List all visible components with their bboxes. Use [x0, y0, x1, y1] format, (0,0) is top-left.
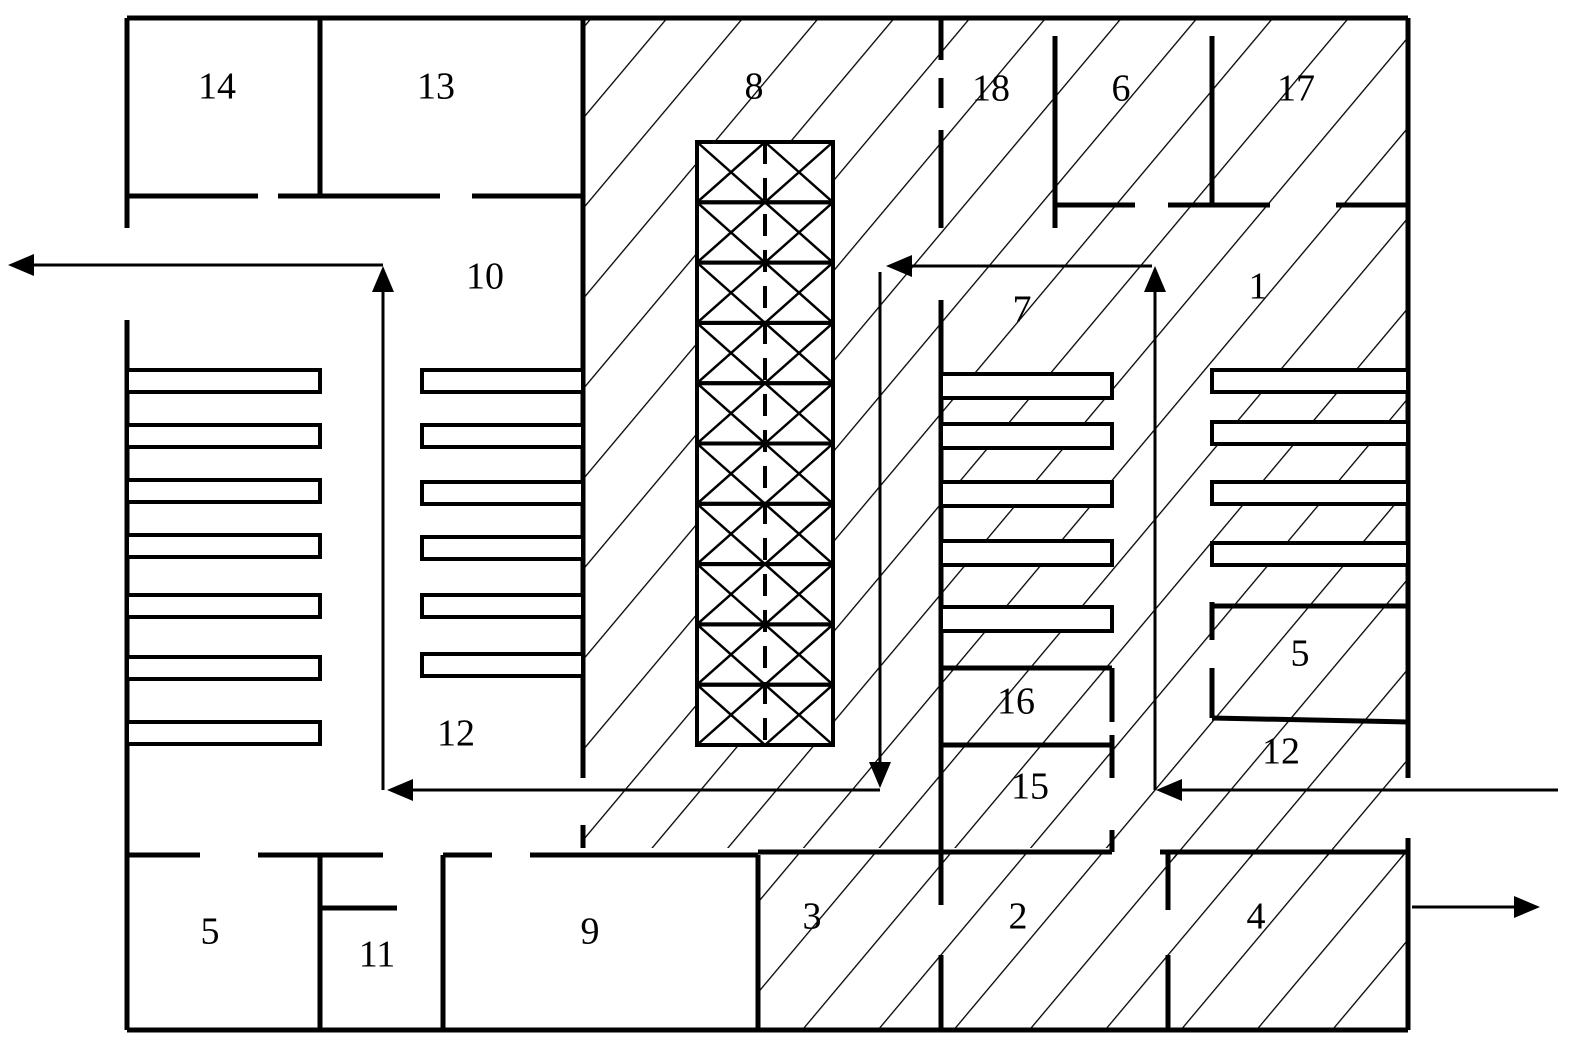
label-3: 3 — [803, 896, 822, 938]
label-5-left: 5 — [201, 911, 220, 953]
label-2: 2 — [1009, 896, 1028, 938]
room-labels: 1 2 3 4 5 5 6 7 8 9 10 11 12 12 13 14 15… — [198, 66, 1315, 976]
shelf-cross-line — [764, 382, 834, 445]
label-7: 7 — [1013, 289, 1032, 331]
label-14: 14 — [198, 66, 236, 108]
slot-left-6 — [125, 655, 322, 681]
arrow-head-up-left — [372, 266, 394, 292]
label-13: 13 — [417, 66, 455, 108]
rooms-16-15 — [941, 665, 1115, 852]
slot-left-1 — [125, 368, 322, 394]
bottom-left-rooms — [127, 825, 1408, 1030]
label-17: 17 — [1277, 68, 1315, 110]
shelf-cross-line — [696, 442, 766, 505]
shelf-cross-line — [696, 261, 766, 324]
slot-left-2 — [125, 423, 322, 449]
label-12-left: 12 — [437, 713, 475, 755]
arrow-head-left-bottom — [387, 779, 413, 801]
label-12-right: 12 — [1262, 731, 1300, 773]
outer-walls — [124, 15, 1411, 1033]
bottom-right-partitions — [938, 300, 1171, 1030]
label-8: 8 — [745, 66, 764, 108]
slot-midleft-6 — [420, 652, 585, 678]
slot-right-3 — [1210, 480, 1410, 506]
label-10: 10 — [466, 256, 504, 298]
slot-midleft-4 — [420, 535, 585, 561]
slot-midright-5 — [939, 605, 1114, 633]
top-left-rooms — [127, 18, 586, 778]
arrow-head-exit-left — [8, 254, 34, 276]
arrow-head-left-top — [886, 255, 912, 277]
label-4: 4 — [1247, 896, 1266, 938]
flow-arrows — [8, 254, 1558, 918]
shelf-cross-line — [696, 683, 766, 746]
shelf-cross-line — [764, 502, 834, 566]
shelf-cross-line — [764, 683, 834, 746]
slot-left-3 — [125, 478, 322, 504]
shelf-cross-line — [696, 623, 766, 686]
shelf-cross-line — [764, 321, 834, 385]
slot-midleft-2 — [420, 423, 585, 449]
shelf-cross-line — [696, 382, 766, 445]
label-11: 11 — [359, 934, 396, 976]
shelf-cross-line — [764, 563, 834, 626]
hatched-zone-bottom-right — [758, 852, 1408, 1030]
label-16: 16 — [997, 681, 1035, 723]
slot-midright-1 — [939, 372, 1114, 400]
shelf-cross-line — [696, 141, 766, 204]
shelf-cross-line — [696, 563, 766, 626]
slot-right-4 — [1210, 541, 1410, 567]
slot-midleft-5 — [420, 593, 585, 619]
label-1: 1 — [1249, 266, 1268, 308]
room-5-right — [1209, 602, 1409, 725]
slot-left-5 — [125, 593, 322, 619]
label-18: 18 — [972, 68, 1010, 110]
slot-left-7 — [125, 720, 322, 746]
slot-left-4 — [125, 533, 322, 559]
slot-right-2 — [1210, 420, 1410, 446]
shelf-column — [695, 140, 835, 748]
label-9: 9 — [581, 911, 600, 953]
slot-midright-3 — [939, 480, 1114, 508]
label-6: 6 — [1112, 68, 1131, 110]
label-5-right: 5 — [1291, 633, 1310, 675]
shelf-cross-line — [764, 623, 834, 686]
shelf-cross-line — [696, 502, 766, 566]
shelf-cross-line — [764, 261, 834, 324]
slot-right-1 — [1210, 368, 1410, 394]
arrow-head-exit-right — [1514, 896, 1540, 918]
arrow-head-down-mid — [869, 762, 891, 788]
shelf-cross-line — [764, 141, 834, 204]
shelf-cross-line — [696, 321, 766, 385]
top-right-partitions — [938, 18, 1408, 228]
slot-midleft-1 — [420, 368, 585, 394]
shelf-cross-line — [764, 201, 834, 264]
slot-midleft-3 — [420, 480, 585, 506]
arrow-head-up-right — [1144, 266, 1166, 292]
slot-midright-2 — [939, 422, 1114, 450]
slot-rows — [125, 368, 1410, 746]
shelf-cross-line — [764, 442, 834, 505]
arrow-head-entry — [1156, 779, 1182, 801]
shelf-cross-line — [696, 201, 766, 264]
slot-midright-4 — [939, 539, 1114, 567]
label-15: 15 — [1011, 766, 1049, 808]
